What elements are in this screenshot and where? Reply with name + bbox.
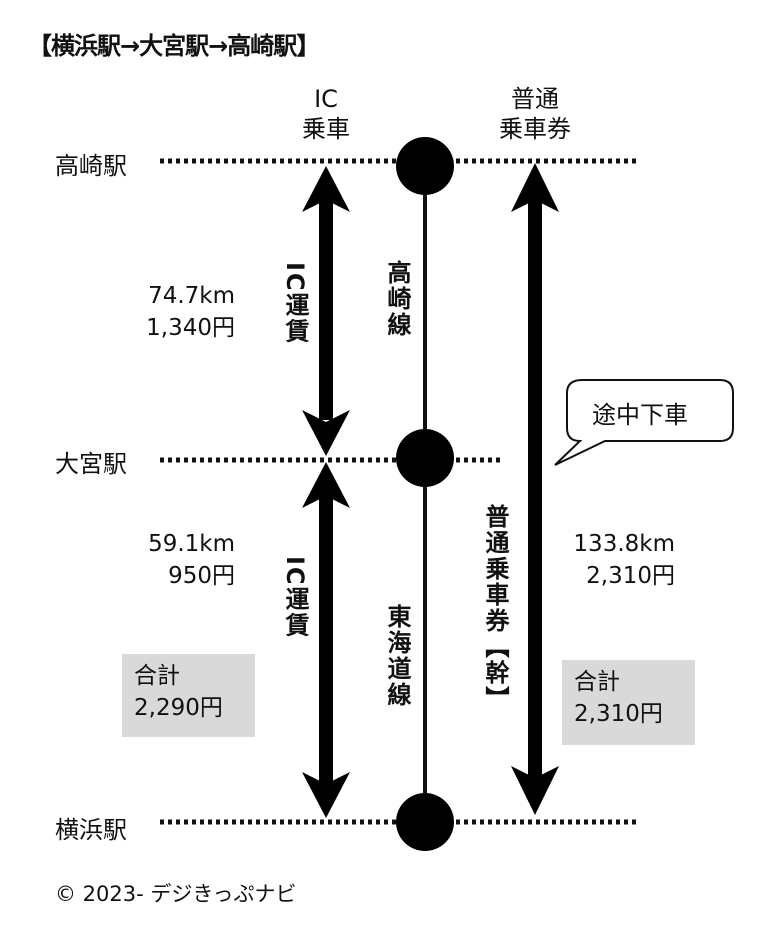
ic-segment-2-distance: 59.1km — [148, 531, 235, 557]
ticket-total-value: 2,310円 — [574, 701, 663, 727]
ticket-header-line1: 普通 — [511, 85, 559, 113]
ic-segment-1-distance: 74.7km — [148, 283, 235, 309]
ticket-info: 133.8km 2,310円 — [555, 528, 675, 592]
ticket-header-line2: 乗車券 — [499, 115, 571, 143]
ic-fare-label-2: IC運賃 — [281, 556, 309, 639]
ic-column-header: IC 乗車 — [290, 84, 362, 144]
ticket-total-label: 合計 — [574, 669, 620, 695]
callout-text: 途中下車 — [592, 401, 688, 429]
ticket-label: 普通乗車券【幹】 — [481, 504, 509, 712]
route-title: 【横浜駅→大宮駅→高崎駅】 — [28, 32, 320, 60]
ic-total-value: 2,290円 — [134, 695, 223, 721]
ticket-total-box: 合計 2,310円 — [562, 660, 695, 745]
station-dot-yokohama — [396, 793, 454, 851]
ticket-distance: 133.8km — [573, 531, 675, 557]
station-dot-takasaki — [396, 137, 454, 195]
station-label-omiya: 大宮駅 — [55, 450, 127, 478]
ic-total-box: 合計 2,290円 — [122, 654, 255, 737]
tokaido-line-label: 東海道線 — [383, 604, 411, 708]
ic-header-line2: 乗車 — [302, 115, 350, 143]
ic-header-line1: IC — [314, 85, 338, 113]
ic-arrow-top — [302, 166, 350, 456]
ticket-fare: 2,310円 — [586, 563, 675, 589]
station-label-yokohama: 横浜駅 — [55, 816, 127, 844]
copyright-footer: © 2023- デジきっぷナビ — [55, 882, 297, 906]
ic-total-label: 合計 — [134, 663, 180, 689]
ic-arrow-bottom — [302, 462, 350, 818]
ic-segment-2-info: 59.1km 950円 — [120, 528, 235, 592]
ic-fare-label-1: IC運賃 — [281, 262, 309, 345]
ic-segment-2-fare: 950円 — [168, 563, 235, 589]
ic-segment-1-fare: 1,340円 — [146, 315, 235, 341]
ic-segment-1-info: 74.7km 1,340円 — [120, 280, 235, 344]
callout-bubble — [554, 379, 734, 466]
ticket-arrow — [511, 163, 559, 815]
station-dot-omiya — [396, 429, 454, 487]
ticket-column-header: 普通 乗車券 — [480, 84, 590, 144]
takasaki-line-label: 高崎線 — [383, 260, 411, 338]
station-label-takasaki: 高崎駅 — [55, 152, 127, 180]
